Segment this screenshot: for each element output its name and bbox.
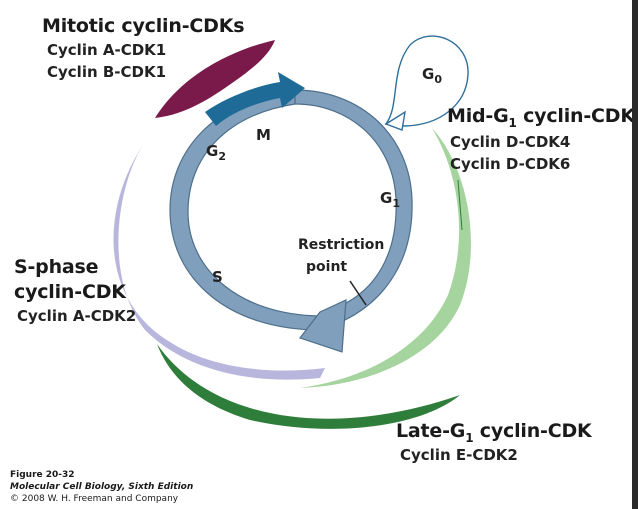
cycle-ring: [169, 89, 321, 331]
mid-g1-title-post: cyclin-CDKs: [516, 105, 638, 127]
late-g1-title-pre: Late-G: [396, 420, 466, 442]
mid-g1-title-sub: 1: [508, 115, 517, 130]
mid-g1-title: Mid-G1 cyclin-CDKs: [447, 107, 638, 129]
phase-s: S: [212, 268, 223, 286]
phase-m: M: [256, 126, 271, 144]
late-g1-title-post: cyclin-CDK: [473, 420, 592, 442]
phase-g2: G2: [206, 142, 226, 163]
mitotic-title: Mitotic cyclin-CDKs: [42, 15, 245, 37]
copyright: © 2008 W. H. Freeman and Company: [10, 494, 179, 504]
phase-g0: G0: [422, 65, 442, 86]
phase-g2-sub: 2: [218, 150, 226, 163]
g0-loop: [384, 35, 469, 127]
mitotic-cyclin-b-cdk1: Cyclin B-CDK1: [47, 63, 167, 81]
phase-g0-sub: 0: [434, 73, 442, 86]
s-phase-crescent: [113, 145, 325, 380]
phase-g0-letter: G: [422, 65, 435, 83]
book-title: Molecular Cell Biology, Sixth Edition: [10, 482, 194, 492]
right-frame-border: [632, 0, 638, 509]
m-phase-arrow: [205, 72, 305, 126]
phase-g1: G1: [380, 189, 400, 210]
late-g1-title: Late-G1 cyclin-CDK: [396, 422, 592, 444]
phase-g1-letter: G: [380, 189, 393, 207]
s-phase-title-1: S-phase: [14, 256, 99, 278]
mid-g1-cyclin-d-cdk6: Cyclin D-CDK6: [450, 155, 571, 173]
restriction-point-line1: Restriction: [298, 237, 385, 253]
s-phase-title-2: cyclin-CDK: [14, 281, 126, 303]
mid-g1-connector: [457, 179, 463, 231]
phase-g2-letter: G: [206, 142, 219, 160]
mid-g1-cyclin-d-cdk4: Cyclin D-CDK4: [450, 133, 571, 151]
late-g1-crescent: [157, 344, 460, 429]
mitotic-cyclin-a-cdk1: Cyclin A-CDK1: [47, 41, 167, 59]
late-g1-cyclin-e-cdk2: Cyclin E-CDK2: [400, 446, 518, 464]
mid-g1-crescent: [300, 128, 471, 388]
figure-number: Figure 20-32: [10, 470, 75, 480]
phase-g1-sub: 1: [392, 197, 400, 210]
mid-g1-title-pre: Mid-G: [447, 105, 509, 127]
late-g1-title-sub: 1: [465, 430, 474, 445]
restriction-point-line2: point: [306, 259, 348, 275]
mitotic-crescent: [155, 40, 275, 118]
restriction-pointer: [349, 280, 367, 306]
g0-loop-arrowhead: [384, 110, 406, 131]
s-phase-cyclin-a-cdk2: Cyclin A-CDK2: [17, 307, 137, 325]
g1-arrowhead: [299, 299, 347, 353]
